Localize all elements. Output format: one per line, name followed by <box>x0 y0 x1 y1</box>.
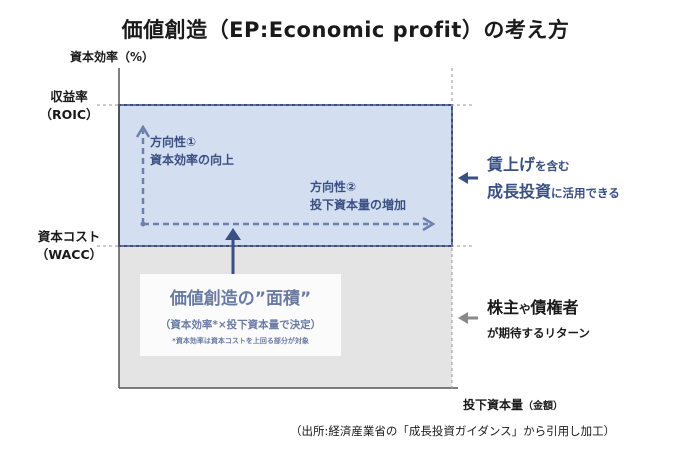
direction2-title: 方向性② <box>310 180 357 194</box>
y-axis-label: 資本効率（%） <box>70 50 155 64</box>
direction1-desc: 資本効率の向上 <box>150 153 235 167</box>
direction2-desc: 投下資本量の増加 <box>310 198 407 212</box>
direction1-title: 方向性① <box>150 135 197 149</box>
direction1-label: 方向性① 資本効率の向上 <box>150 133 234 169</box>
page-title: 価値創造（EP:Economic profit）の考え方 <box>121 18 570 42</box>
growth-investment-text: 賃上げを含む 成長投資に活用できる <box>487 152 620 206</box>
direction2-label: 方向性② 投下資本量の増加 <box>310 178 406 214</box>
return-text-creditors: 債権者 <box>530 298 579 317</box>
origin-dot <box>140 221 146 227</box>
x-axis-label-main: 投下資本量 <box>463 398 524 412</box>
roic-label-line2: （ROIC） <box>39 107 99 122</box>
growth-text-usable: に活用できる <box>551 186 620 200</box>
growth-text-including: を含む <box>535 159 570 173</box>
expected-return-text: 株主や債権者 が期待するリターン <box>487 296 590 345</box>
return-text-and: や <box>519 302 531 316</box>
area-up-arrowhead <box>225 228 241 240</box>
return-arrowhead <box>458 312 468 324</box>
growth-text-investment: 成長投資 <box>487 182 552 201</box>
value-box-subtitle: （資本効率*×投下資本量で決定） <box>159 319 322 331</box>
direction1-arrowhead <box>135 124 151 138</box>
growth-arrowhead <box>458 172 468 184</box>
roic-label-line1: 収益率 <box>50 89 88 104</box>
wacc-label-line1: 資本コスト <box>37 229 101 244</box>
value-box-note: *資本効率は資本コストを上回る部分が対象 <box>172 337 309 345</box>
wacc-label: 資本コスト （WACC） <box>26 228 112 264</box>
return-text-expected: が期待するリターン <box>487 326 590 340</box>
return-text-shareholders: 株主 <box>487 298 520 317</box>
x-axis-label-unit: （金額） <box>523 401 564 412</box>
x-axis-label: 投下資本量（金額） <box>463 396 563 413</box>
direction2-arrowhead <box>422 216 436 232</box>
source-note: （出所:経済産業省の「成長投資ガイダンス」から引用し加工） <box>290 424 616 438</box>
value-box-title: 価値創造の”面積” <box>169 289 312 309</box>
growth-text-wage: 賃上げ <box>487 155 536 174</box>
wacc-label-line2: （WACC） <box>35 247 103 262</box>
roic-label: 収益率 （ROIC） <box>26 88 112 124</box>
value-creation-box: 価値創造の”面積” （資本効率*×投下資本量で決定） *資本効率は資本コストを上… <box>140 274 341 356</box>
